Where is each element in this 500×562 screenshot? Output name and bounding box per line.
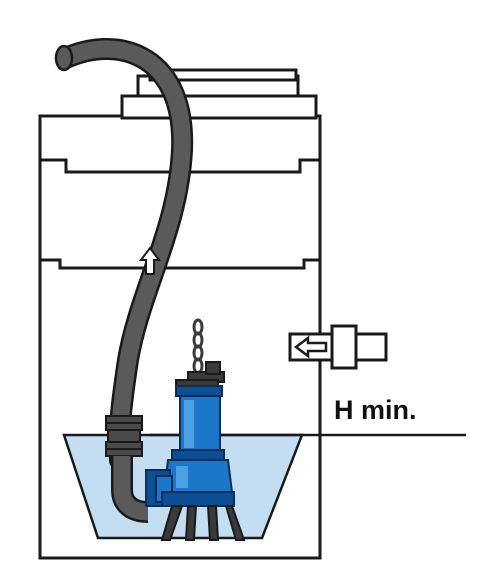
arrow-up-icon: [139, 246, 161, 275]
arrow-left-icon: [293, 335, 328, 359]
min-water-level-label: H min.: [334, 395, 417, 425]
pump-body: [145, 385, 235, 507]
hose-coupling: [105, 415, 143, 457]
discharge-hose: [54, 38, 194, 471]
pump-bracket: [175, 361, 225, 389]
pump-stand: [160, 505, 246, 541]
